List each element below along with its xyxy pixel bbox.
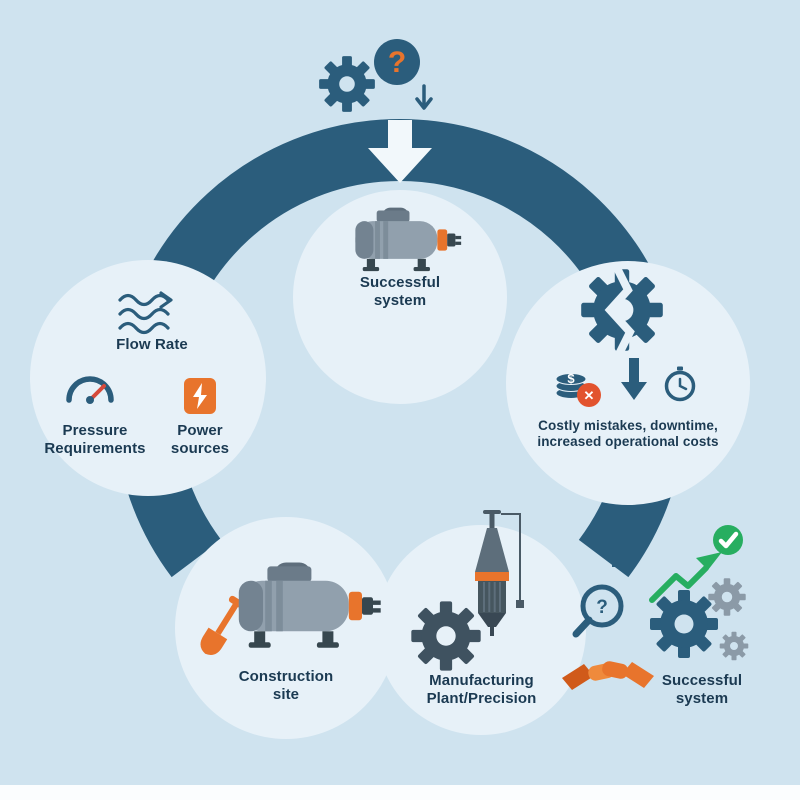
label-consequences: Costly mistakes, downtime, increased ope… [516,418,740,451]
label-construction-site: Construction site [216,668,356,705]
flow-rate-icon [118,291,173,335]
handshake-icon [562,661,654,690]
question-badge [374,39,420,85]
label-line: Flow Rate [116,336,188,353]
precision-tool-icon [475,510,524,636]
magnifier-question-glyph: ? [596,597,608,618]
label-successful-system-bottom: Successful system [642,672,762,709]
gear-crack [604,264,635,358]
label-line: Manufacturing [429,672,534,689]
coins-icon: $ ✕ [555,371,601,407]
label-line: Successful [661,672,743,689]
check-badge-icon [713,525,743,555]
circle-requirements [30,260,266,496]
label-line: Successful [359,274,441,291]
bottom-strip [0,785,800,800]
cross-badge-icon [577,383,601,407]
question-mark-glyph: ? [388,46,406,79]
label-line: Requirements [44,440,146,458]
label-successful-system-top: Successful system [340,274,460,311]
label-line: system [373,292,427,310]
label-line: site [272,686,300,704]
gear-icon [319,56,375,112]
label-flow-rate: Flow Rate [92,336,212,354]
cross-glyph: ✕ [584,388,595,403]
label-line: Plant/Precision [426,690,537,708]
up-arrow-icon [604,521,630,567]
gear-question-icon: ? [319,39,433,112]
down-arrow-icon [621,358,647,400]
growth-arrow-icon [649,552,722,603]
big-down-arrow-icon [368,120,432,183]
pressure-gauge-icon [66,376,114,404]
label-line: increased operational costs [537,434,719,450]
magnifier-question-icon: ? [572,584,624,638]
label-line: sources [170,440,230,458]
label-line: Power [177,422,223,439]
clock-icon [664,366,696,402]
power-source-icon [184,378,216,414]
label-line: Construction [238,668,334,685]
dollar-glyph: $ [567,371,575,386]
circle-manufacturing [376,525,586,735]
down-arrow-small-icon [415,84,433,110]
label-pressure-requirements: Pressure Requirements [25,422,165,459]
label-line: Pressure [62,422,128,439]
label-power-sources: Power sources [156,422,244,459]
label-manufacturing-plant: Manufacturing Plant/Precision [394,672,569,709]
label-line: Costly mistakes, downtime, [538,418,718,433]
label-line: system [675,690,729,708]
